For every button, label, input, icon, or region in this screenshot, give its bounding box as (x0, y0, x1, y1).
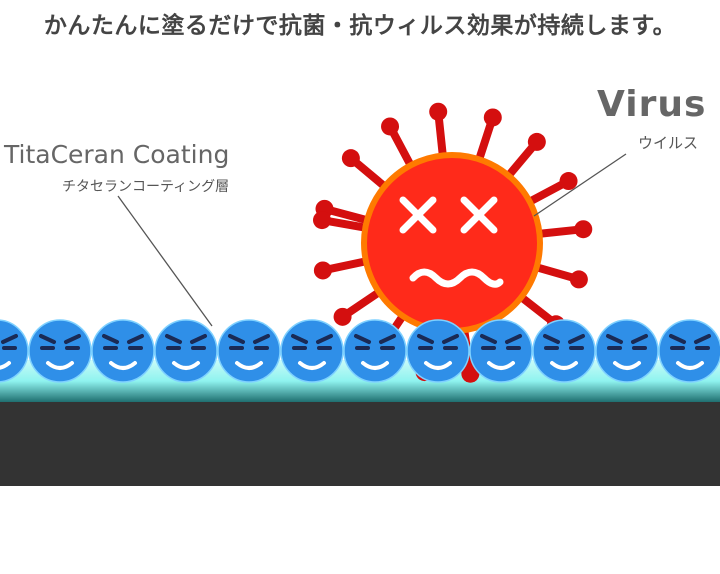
substrate-layer (0, 400, 720, 486)
coating-particle (406, 319, 470, 383)
virus-label-jp: ウイルス (638, 134, 699, 152)
coating-label-en: TitaCeran Coating (4, 140, 230, 169)
virus-left-x-eye (399, 196, 437, 234)
coating-particle (28, 319, 92, 383)
coating-particle (343, 319, 407, 383)
coating-particle (0, 319, 29, 383)
coating-particle (469, 319, 533, 383)
coating-particle (280, 319, 344, 383)
coating-particle (532, 319, 596, 383)
coating-particle (154, 319, 218, 383)
virus-right-x-eye (460, 196, 498, 234)
virus-label-en: Virus (597, 84, 707, 125)
virus-body (361, 152, 543, 334)
coating-particle (91, 319, 155, 383)
coating-particle (595, 319, 659, 383)
coating-label-jp: チタセランコーティング層 (62, 179, 230, 195)
coating-particle (217, 319, 281, 383)
virus-leader-line (533, 153, 627, 217)
coating-particles (0, 319, 720, 383)
coating-leader-line (117, 195, 213, 327)
virus-wavy-mouth (409, 268, 504, 288)
headline: かんたんに塗るだけで抗菌・抗ウィルス効果が持続します。 (43, 13, 677, 39)
coating-particle (658, 319, 720, 383)
